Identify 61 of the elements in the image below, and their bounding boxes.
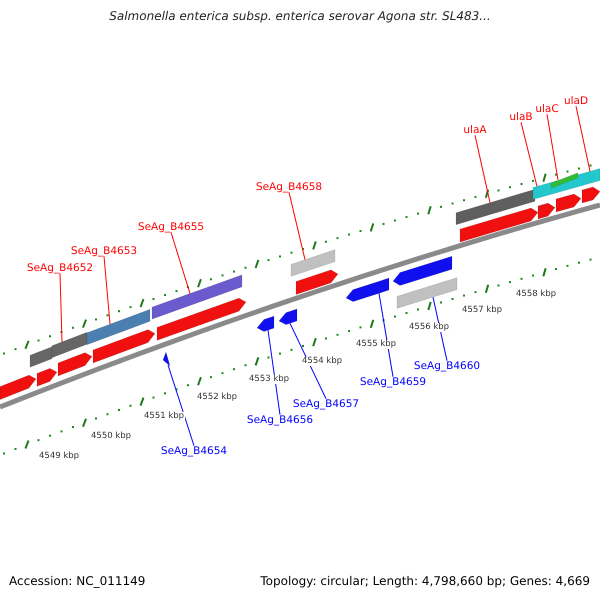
gene-bar — [456, 188, 536, 226]
gene-feature — [156, 298, 246, 341]
gene-bar — [30, 346, 52, 368]
gene-label: ulaC — [535, 104, 559, 114]
gene-label: SeAg_B4659 — [360, 376, 426, 388]
gene-feature — [0, 374, 36, 400]
gene-feature — [58, 352, 92, 376]
accession-text: Accession: NC_011149 — [9, 575, 146, 587]
gene-feature — [278, 308, 298, 325]
gene-label: ulaA — [463, 124, 487, 136]
scale-label: 4558 kbp — [515, 290, 558, 298]
scale-label: 4555 kbp — [355, 340, 398, 348]
leader-line — [520, 122, 538, 187]
gene-label: SeAg_B4654 — [160, 446, 228, 456]
leader-line — [576, 106, 590, 172]
scale-label: 4553 kbp — [248, 375, 290, 384]
leader-line — [60, 272, 62, 342]
leader-line — [288, 192, 306, 260]
gene-label: SeAg_B4660 — [414, 360, 480, 372]
gene-label: SeAg_B4658 — [256, 182, 322, 192]
gene-feature — [582, 186, 600, 204]
gene-feature — [392, 256, 452, 286]
leader-line — [378, 292, 394, 378]
leader-line — [546, 114, 558, 180]
scale-label: 4554 kbp — [301, 357, 344, 366]
gene-feature — [460, 208, 538, 242]
gene-label: SeAg_B4655 — [138, 222, 204, 232]
gene-label: SeAg_B4652 — [26, 262, 94, 274]
gene-bar — [396, 277, 458, 309]
gene-bar — [550, 172, 578, 189]
gene-feature — [162, 351, 171, 367]
leader-line — [268, 330, 280, 416]
gene-bar — [86, 308, 150, 346]
gene-feature — [346, 278, 390, 302]
leader-line — [290, 322, 326, 400]
scale-label: 4549 kbp — [38, 452, 80, 460]
map-title: Salmonella enterica subsp. enterica serovar Agona str. SL483... — [108, 10, 492, 22]
leader-line — [474, 134, 490, 204]
leader-line — [170, 232, 190, 294]
scale-label: 4556 kbp — [408, 323, 450, 332]
leader-line — [104, 256, 110, 325]
gene-label: ulaD — [564, 96, 588, 106]
scale-label: 4551 kbp — [143, 412, 186, 420]
gene-feature — [296, 270, 338, 295]
gene-bar — [152, 274, 242, 320]
gene-feature — [36, 368, 58, 387]
gene-bar — [52, 332, 88, 358]
scale-label: 4550 kbp — [90, 432, 132, 440]
gene-feature — [92, 329, 156, 364]
leader-line — [168, 364, 194, 446]
gene-feature — [256, 316, 274, 332]
gene-label: SeAg_B4653 — [70, 246, 138, 256]
gene-label: SeAg_B4656 — [246, 414, 314, 426]
gene-label: SeAg_B4657 — [292, 398, 360, 410]
gene-feature — [556, 194, 582, 212]
scale-label: 4557 kbp — [461, 306, 504, 314]
genome-stats-text: Topology: circular; Length: 4,798,660 bp; Genes: 4,669 — [260, 575, 590, 587]
gene-feature — [538, 202, 556, 220]
gene-bar — [290, 249, 336, 277]
scale-label: 4552 kbp — [196, 393, 238, 402]
gene-label: ulaB — [509, 112, 533, 122]
